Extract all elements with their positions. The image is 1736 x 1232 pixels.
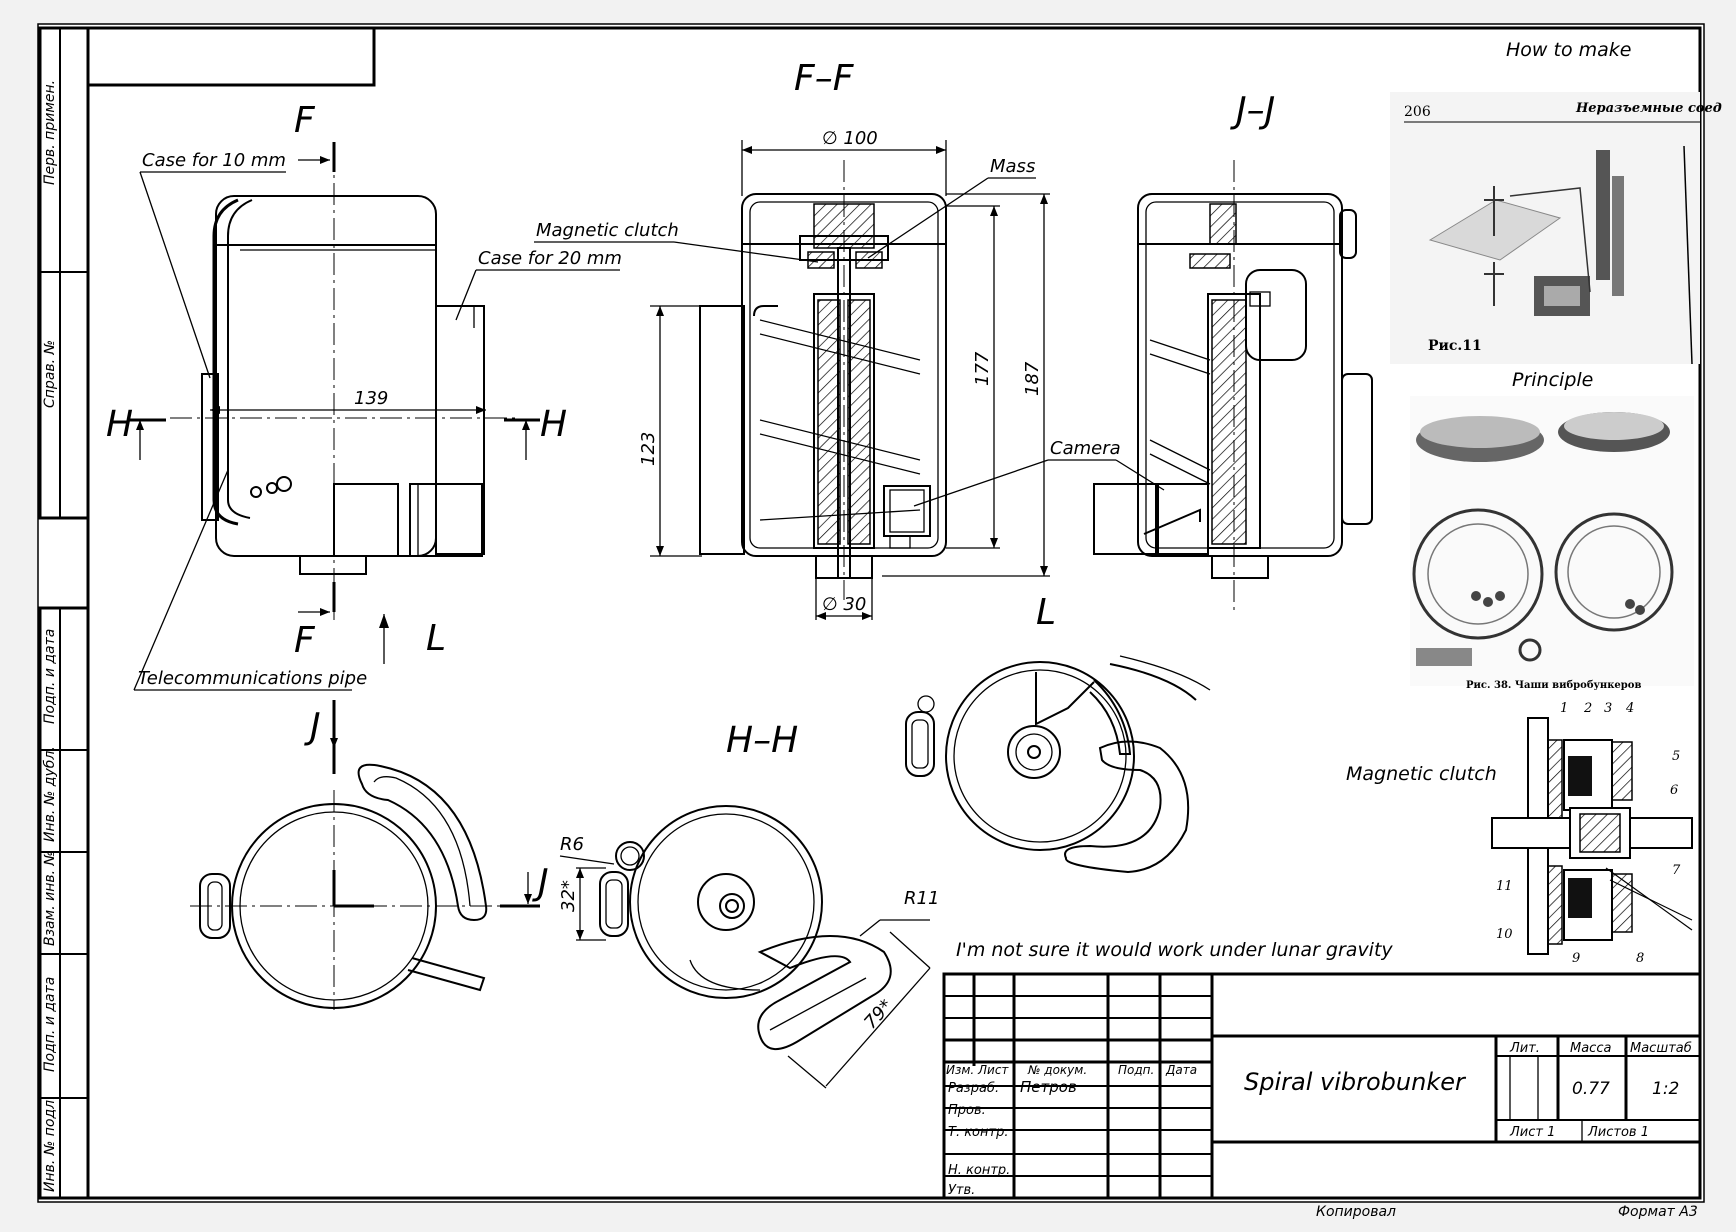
- callout-camera: Camera: [1050, 438, 1121, 459]
- ref-part-4: 4: [1625, 701, 1634, 716]
- tb-lit-label: Лит.: [1509, 1041, 1540, 1056]
- tb-format: Формат А3: [1618, 1204, 1698, 1220]
- view-f-bottom: F: [294, 620, 316, 661]
- dim-r11: R11: [904, 888, 939, 909]
- tb-sheets: Листов 1: [1587, 1125, 1649, 1140]
- ref-part-7: 7: [1672, 863, 1681, 878]
- ref-fig38-caption: Рис. 38. Чаши вибробункеров: [1466, 680, 1641, 691]
- ref-fig11-caption: Рис.11: [1428, 338, 1482, 354]
- view-f-top: F: [294, 100, 316, 141]
- top-view-l: [905, 655, 1211, 874]
- section-jj: [1093, 160, 1373, 610]
- stamp-vzam-inv: Взам. инв. №: [42, 851, 58, 946]
- callout-telecom-pipe: Telecommunications pipe: [138, 668, 367, 689]
- tb-mass-label: Масса: [1570, 1041, 1611, 1056]
- ref-principle: Principle: [1512, 369, 1593, 391]
- dim-139: 139: [354, 388, 388, 409]
- ref-part-1: 1: [1560, 701, 1568, 716]
- ref-part-6: 6: [1670, 783, 1678, 798]
- stamp-inv-podl: Инв. № подл.: [42, 1095, 58, 1192]
- dim-d100: ∅ 100: [822, 128, 878, 149]
- ref-magnetic-clutch: Magnetic clutch: [1346, 763, 1497, 785]
- dim-187: 187: [1022, 361, 1043, 396]
- tb-header-list: Лист: [977, 1063, 1009, 1077]
- ref-page-no: 206: [1404, 104, 1431, 120]
- dim-32: 32*: [558, 880, 579, 912]
- tb-role-utv: Утв.: [948, 1183, 975, 1198]
- ref-page-header: Неразъемные соед: [1575, 101, 1722, 116]
- ref-part-3: 3: [1604, 701, 1612, 716]
- left-stamp: Перв. примен. Справ. № Подп. и дата Инв.…: [38, 26, 90, 1200]
- tb-scale-label: Масштаб: [1630, 1041, 1692, 1056]
- ref-part-10: 10: [1496, 927, 1513, 942]
- dim-177: 177: [972, 351, 993, 386]
- ref-how-to-make: How to make: [1506, 39, 1631, 61]
- tb-sheet: Лист 1: [1509, 1125, 1555, 1140]
- section-hh: [559, 805, 931, 1089]
- ref-part-11: 11: [1496, 879, 1513, 894]
- stamp-perv-primen: Перв. примен.: [42, 80, 58, 185]
- tb-role-razrab: Разраб.: [948, 1081, 999, 1096]
- callout-mass: Mass: [990, 156, 1035, 177]
- callout-case-10: Case for 10 mm: [142, 150, 286, 171]
- view-l-left: L: [426, 618, 446, 659]
- view-hh-title: H–H: [726, 720, 798, 761]
- stamp-podp-data: Подп. и дата: [42, 629, 58, 724]
- ref-figure-11: 206 Неразъемные соед Рис.11: [1390, 92, 1722, 365]
- title-block: Изм. Лист № докум. Подп. Дата Разраб. Пе…: [942, 972, 1702, 1200]
- tb-developer: Петров: [1020, 1078, 1077, 1096]
- ref-part-9: 9: [1572, 951, 1580, 966]
- view-l-right: L: [1036, 592, 1056, 633]
- tb-title: Spiral vibrobunker: [1244, 1068, 1467, 1096]
- view-jj-title: J–J: [1230, 90, 1275, 131]
- stamp-sprav-no: Справ. №: [42, 340, 58, 408]
- dim-123: 123: [638, 432, 659, 466]
- dim-d30: ∅ 30: [822, 594, 866, 615]
- view-h-right: H: [540, 404, 567, 445]
- tb-header-podp: Подп.: [1118, 1063, 1154, 1077]
- callout-case-20: Case for 20 mm: [478, 248, 622, 269]
- tb-role-nkontr: Н. контр.: [948, 1163, 1010, 1178]
- tb-role-tkontr: Т. контр.: [948, 1125, 1008, 1140]
- tb-role-prov: Пров.: [948, 1103, 986, 1118]
- stamp-inv-dubl: Инв. № дубл.: [42, 746, 58, 842]
- tb-header-izm: Изм.: [946, 1063, 974, 1077]
- tb-header-data: Дата: [1165, 1063, 1197, 1077]
- dim-r6: R6: [560, 834, 584, 855]
- stamp-podp-data-2: Подп. и дата: [42, 977, 58, 1072]
- tb-mass-value: 0.77: [1572, 1079, 1610, 1099]
- ref-part-5: 5: [1672, 749, 1680, 764]
- view-h-left: H: [106, 404, 133, 445]
- ref-part-8: 8: [1636, 951, 1644, 966]
- tb-copied: Копировал: [1316, 1204, 1396, 1220]
- bottom-view: [190, 763, 540, 1010]
- section-ff: [699, 160, 947, 600]
- callout-magnetic-clutch: Magnetic clutch: [536, 220, 679, 241]
- front-view: [170, 148, 520, 620]
- tb-scale-value: 1:2: [1652, 1079, 1679, 1099]
- ref-part-2: 2: [1583, 701, 1592, 716]
- ref-clutch-drawing: 1 2 3 4 5 6 7 8 9 10 11: [1491, 701, 1693, 966]
- note-lunar-gravity: I'm not sure it would work under lunar g…: [956, 939, 1393, 961]
- view-ff-title: F–F: [794, 58, 855, 99]
- tb-header-doc: № докум.: [1027, 1063, 1087, 1077]
- ref-figure-38: Рис. 38. Чаши вибробункеров: [1410, 396, 1694, 691]
